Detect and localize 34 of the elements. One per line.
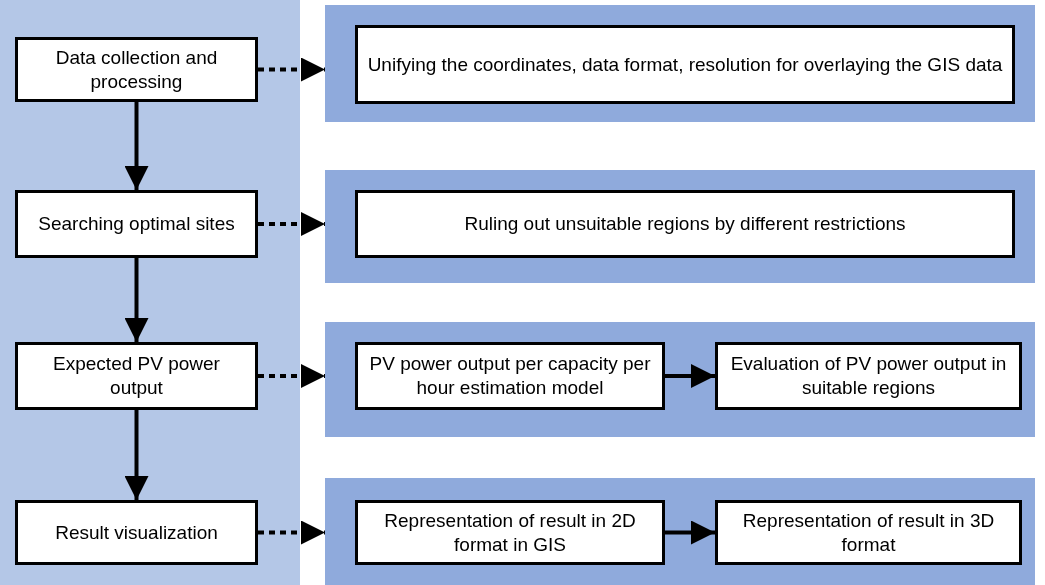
dotted-arrow: [258, 520, 325, 545]
band-background: [325, 5, 1035, 122]
box-text: Representation of result in 2D format in GIS: [383, 508, 637, 557]
process-box: [715, 342, 1022, 410]
panel-background: [0, 0, 300, 585]
box-text: Unifying the coordinates, data format, resolution for overlaying the GIS data: [367, 52, 1003, 77]
arrow: [124, 410, 149, 500]
box-text: Ruling out unsuitable regions by different restrictions: [464, 212, 906, 236]
arrow: [665, 364, 715, 388]
dotted-arrow: [258, 57, 325, 82]
process-box: [15, 190, 258, 258]
box-text: Data collection and processing: [54, 45, 219, 94]
process-box: [355, 190, 1015, 258]
arrow: [124, 102, 149, 190]
dotted-arrow: [258, 364, 325, 388]
process-box: [715, 500, 1022, 565]
box-text: Searching optimal sites: [38, 212, 235, 236]
box-text: Evaluation of PV power output in suitable regions: [729, 352, 1008, 400]
process-box: [15, 500, 258, 565]
box-text: Representation of result in 3D format: [741, 508, 996, 557]
process-box: [15, 37, 258, 102]
process-box: [15, 342, 258, 410]
band-background: [325, 170, 1035, 283]
process-box: [355, 500, 665, 565]
process-box: [355, 342, 665, 410]
box-text: Expected PV power output: [52, 352, 221, 400]
arrow: [665, 520, 715, 545]
band-background: [325, 322, 1035, 437]
box-text: Result visualization: [55, 520, 218, 545]
arrow: [124, 258, 149, 342]
band-background: [325, 478, 1035, 585]
box-text: PV power output per capacity per hour estimation model: [368, 352, 652, 400]
dotted-arrow: [258, 212, 325, 236]
process-box: [355, 25, 1015, 104]
